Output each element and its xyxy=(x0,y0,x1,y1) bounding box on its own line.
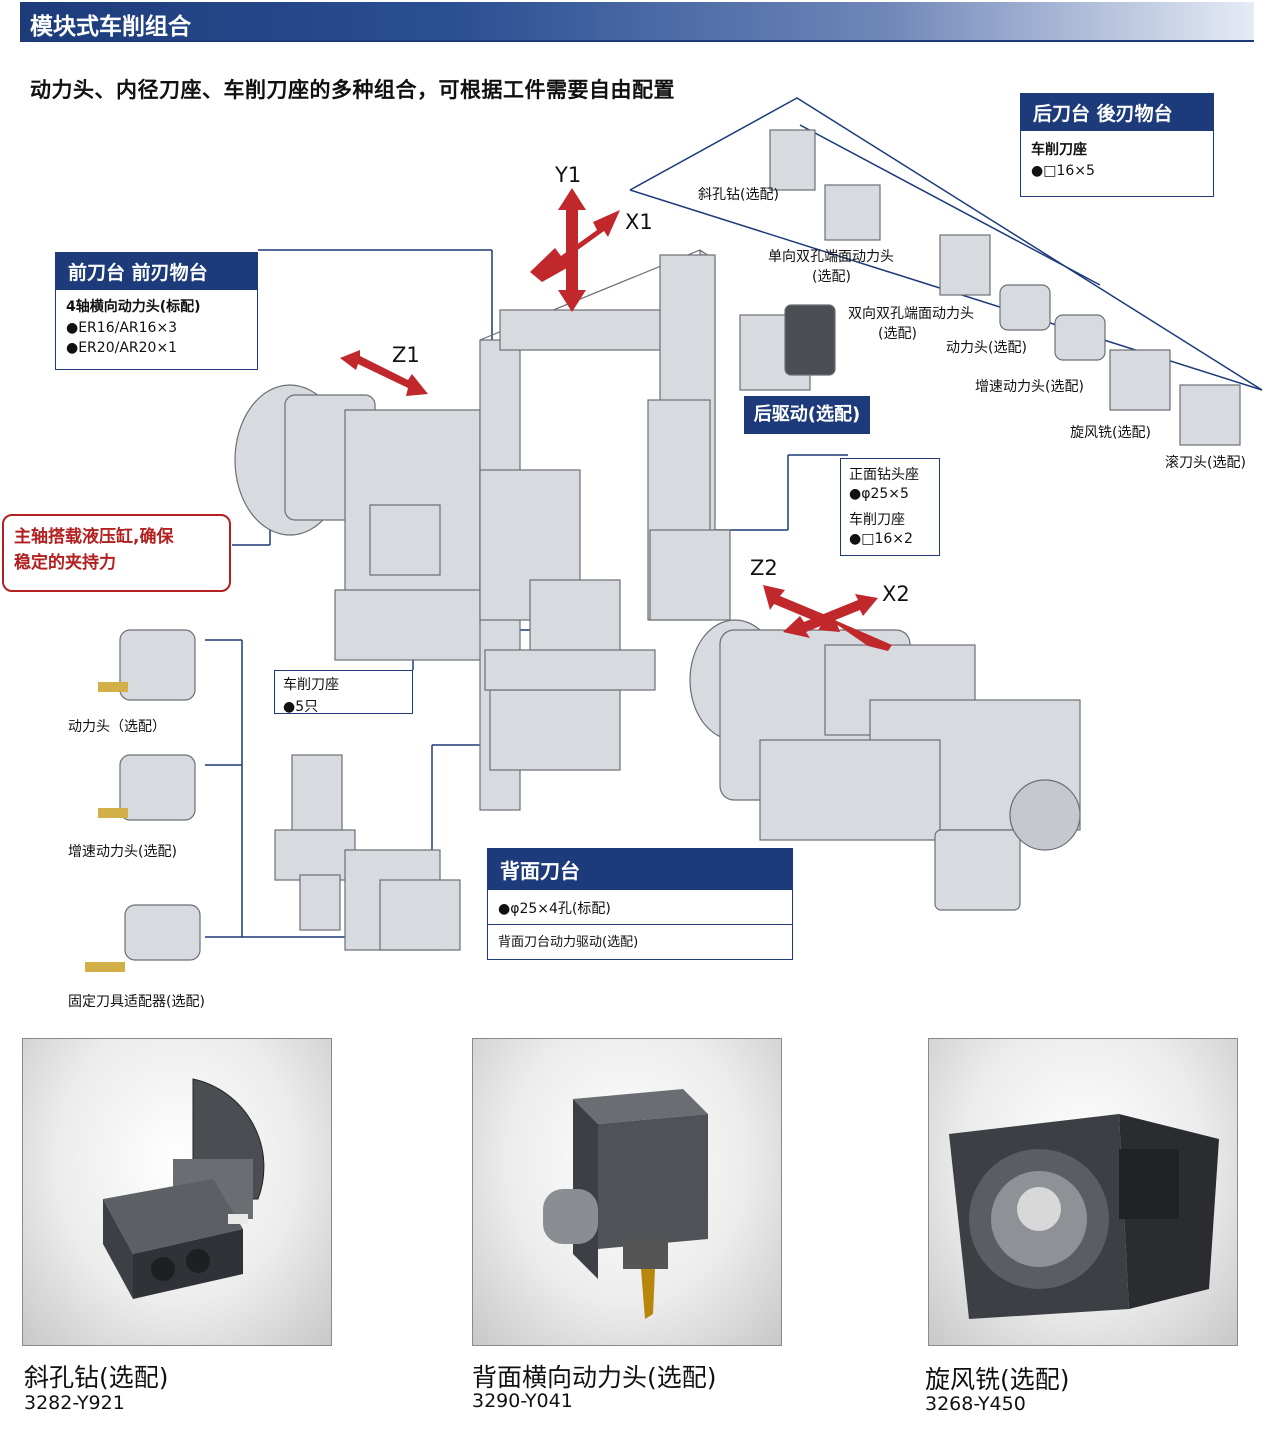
axis-z1-label: Z1 xyxy=(392,343,420,367)
turning-holder-line: ●5只 xyxy=(283,699,319,715)
front-post-line: ●ER16/AR16×3 xyxy=(66,320,178,336)
spindle-note-line: 主轴搭载液压缸,确保 xyxy=(14,527,174,547)
rear-post-title: 后刀台 後刃物台 xyxy=(1021,94,1213,131)
front-post-line: 4轴横向动力头(标配) xyxy=(66,299,201,315)
front-post-line: ●ER20/AR20×1 xyxy=(66,340,178,356)
rear-drive-badge: 后驱动(选配) xyxy=(744,396,870,434)
axis-y1-label: Y1 xyxy=(555,163,582,187)
subtitle: 动力头、内径刀座、车削刀座的多种组合，可根据工件需要自由配置 xyxy=(30,78,675,102)
rear-post-line: 车削刀座 xyxy=(1031,142,1087,158)
front-post-title: 前刀台 前刃物台 xyxy=(56,253,257,290)
front-drill-line: ●φ25×5 xyxy=(849,486,909,502)
rear-post-box: 后刀台 後刃物台 车削刀座 ●□16×5 xyxy=(1020,93,1214,197)
front-drill-box: 正面钻头座 ●φ25×5 车削刀座 ●□16×2 xyxy=(840,458,940,556)
rear-tool-label: 滚刀头(选配) xyxy=(1165,455,1246,471)
section-title: 模块式车削组合 xyxy=(30,14,191,40)
spindle-note: 主轴搭载液压缸,确保 稳定的夹持力 xyxy=(2,514,231,592)
rear-tool-label: 旋风铣(选配) xyxy=(1070,425,1151,441)
rear-tool-label: 单向双孔端面动力头 xyxy=(768,249,894,265)
rear-tool-label: 斜孔钻(选配) xyxy=(698,187,779,203)
photo-angled-drill xyxy=(22,1038,332,1346)
turning-holder-line: 车削刀座 xyxy=(283,677,339,693)
rear-post-line: ●□16×5 xyxy=(1031,163,1095,179)
front-drill-line: 车削刀座 xyxy=(849,512,905,528)
rear-tool-label: 增速动力头(选配) xyxy=(975,379,1084,395)
axis-x2-label: X2 xyxy=(882,582,910,606)
rear-tool-label: 动力头(选配) xyxy=(946,340,1027,356)
back-post-line: 背面刀台动力驱动(选配) xyxy=(498,935,639,950)
rear-tool-label: 双向双孔端面动力头 xyxy=(848,306,974,322)
axis-z2-label: Z2 xyxy=(750,556,778,580)
photo-caption-code: 3268-Y450 xyxy=(925,1393,1026,1415)
photo-whirling-mill xyxy=(928,1038,1238,1346)
rear-tool-label: (选配) xyxy=(812,269,851,285)
back-post-title: 背面刀台 xyxy=(488,849,792,890)
section-header: 模块式车削组合 xyxy=(20,2,1254,42)
left-tool-label: 增速动力头(选配) xyxy=(68,844,177,860)
machine-diagram xyxy=(85,97,1263,972)
front-drill-line: ●□16×2 xyxy=(849,531,913,547)
photo-caption-name: 斜孔钻(选配) xyxy=(24,1363,169,1392)
front-drill-line: 正面钻头座 xyxy=(849,467,919,483)
spindle-note-line: 稳定的夹持力 xyxy=(14,553,116,573)
back-post-box: 背面刀台 ●φ25×4孔(标配) 背面刀台动力驱动(选配) xyxy=(487,848,793,960)
axis-x1-label: X1 xyxy=(625,210,653,234)
photo-caption-name: 背面横向动力头(选配) xyxy=(472,1363,717,1392)
front-post-box: 前刀台 前刃物台 4轴横向动力头(标配) ●ER16/AR16×3 ●ER20/… xyxy=(55,252,258,370)
photo-caption-code: 3282-Y921 xyxy=(24,1392,125,1414)
turning-holder-box: 车削刀座 ●5只 xyxy=(274,670,413,715)
photo-caption-code: 3290-Y041 xyxy=(472,1390,573,1412)
back-post-line: ●φ25×4孔(标配) xyxy=(488,890,792,925)
photo-caption-name: 旋风铣(选配) xyxy=(925,1365,1070,1394)
left-tool-label: 动力头（选配） xyxy=(68,719,166,735)
left-tool-label: 固定刀具适配器(选配) xyxy=(68,994,205,1010)
photo-back-cross-head xyxy=(472,1038,782,1346)
rear-tool-label: (选配) xyxy=(878,326,917,342)
